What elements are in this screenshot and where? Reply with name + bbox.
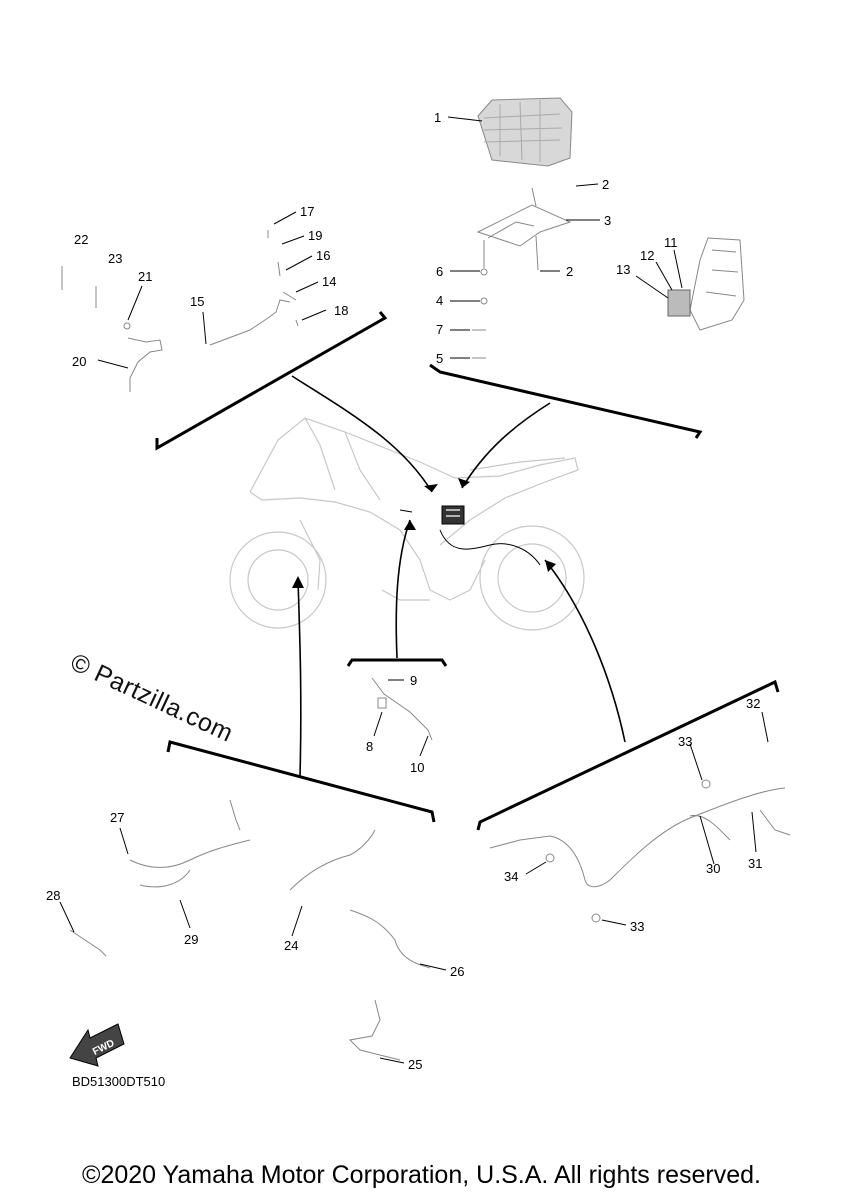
ecu-on-bike (399, 505, 541, 566)
part-ecu (477, 97, 573, 167)
fwd-arrow-icon: FWD (69, 1023, 125, 1067)
callout-2: 2 (602, 177, 609, 192)
callout-12: 12 (640, 248, 654, 263)
bracket-left-upper (155, 311, 388, 451)
callout-numbers: 1 2 3 2 6 4 7 5 11 12 13 17 19 16 14 18 … (46, 110, 762, 1072)
callout-10: 10 (410, 760, 424, 775)
callout-4: 4 (436, 293, 443, 308)
part-small-hardware-right (472, 187, 539, 359)
part-center-sensor (371, 677, 433, 741)
callout-3: 3 (604, 213, 611, 228)
callout-23: 23 (108, 251, 122, 266)
callout-8: 8 (366, 739, 373, 754)
callout-25: 25 (408, 1057, 422, 1072)
callout-33-upper: 33 (678, 734, 692, 749)
callout-16: 16 (316, 248, 330, 263)
callout-1: 1 (434, 110, 441, 125)
callout-33-lower: 33 (630, 919, 644, 934)
callout-14: 14 (322, 274, 336, 289)
callout-11: 11 (664, 235, 678, 250)
callout-31: 31 (748, 856, 762, 871)
leader-lines (59, 116, 769, 1064)
part-sensor-center (209, 230, 299, 346)
callout-7: 7 (436, 322, 443, 337)
callout-26: 26 (450, 964, 464, 979)
callout-18: 18 (334, 303, 348, 318)
part-sensor-left (61, 266, 163, 392)
bracket-center (346, 658, 448, 667)
callout-27: 27 (110, 810, 124, 825)
callout-28: 28 (46, 888, 60, 903)
diagram-code: BD51300DT510 (72, 1074, 165, 1089)
callout-34: 34 (504, 869, 518, 884)
part-relay-bracket (667, 237, 745, 331)
bracket-right-lower (476, 679, 780, 831)
callout-24: 24 (284, 938, 298, 953)
callout-13: 13 (616, 262, 630, 277)
part-ecu-bracket (476, 204, 572, 247)
callout-22: 22 (74, 232, 88, 247)
part-harness-left (69, 799, 431, 1061)
callout-5: 5 (436, 351, 443, 366)
callout-21: 21 (138, 269, 152, 284)
leader-arrows (291, 375, 626, 777)
callout-30: 30 (706, 861, 720, 876)
part-harness-right (489, 779, 791, 923)
callout-19: 19 (308, 228, 322, 243)
callout-20: 20 (72, 354, 86, 369)
callout-9: 9 (410, 673, 417, 688)
motorcycle-outline (229, 417, 585, 631)
callout-17: 17 (300, 204, 314, 219)
bracket-right-upper (429, 363, 703, 439)
callout-15: 15 (190, 294, 204, 309)
callout-6: 6 (436, 264, 443, 279)
copyright-notice: ©2020 Yamaha Motor Corporation, U.S.A. A… (82, 1161, 761, 1189)
callout-29: 29 (184, 932, 198, 947)
bracket-left-lower (166, 740, 436, 823)
callout-2-lower: 2 (566, 264, 573, 279)
callout-32: 32 (746, 696, 760, 711)
